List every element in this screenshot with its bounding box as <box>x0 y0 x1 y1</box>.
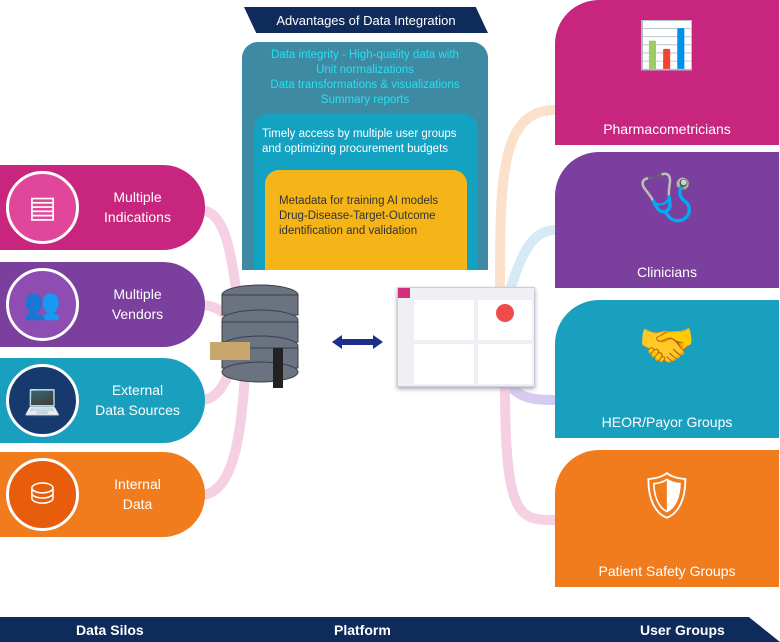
laptop-database-icon: 💻 <box>6 364 79 437</box>
group-heor-payor: 🤝 HEOR/Payor Groups <box>555 300 779 438</box>
group-label: Pharmacometricians <box>603 121 731 137</box>
advantage-text: Data integrity - High-quality data with <box>271 49 459 61</box>
chart-bottles-icon: 📊 <box>638 19 696 71</box>
handshake-icon: 🤝 <box>638 319 696 371</box>
silo-label: Internal <box>114 476 161 492</box>
group-label: Patient Safety Groups <box>598 563 736 579</box>
bidirectional-arrow-icon <box>332 335 383 349</box>
group-patient-safety: 🛡 Patient Safety Groups <box>555 450 779 587</box>
shield-cross-icon: 🛡 <box>637 469 697 521</box>
advantage-text: Data transformations & visualizations <box>270 79 460 91</box>
advantage-text: Metadata for training AI models <box>279 195 439 207</box>
advantage-text: Timely access by multiple user groups <box>262 128 457 140</box>
silo-label: External <box>111 382 164 398</box>
advantages-title: Advantages of Data Integration <box>244 7 488 33</box>
group-pharmacometricians: 📊 Pharmacometricians <box>555 0 779 145</box>
people-network-icon: 👥 <box>6 268 79 341</box>
silo-label: Indications <box>104 209 171 225</box>
silo-label: Vendors <box>111 306 164 322</box>
database-server-icon <box>210 284 299 388</box>
advantage-text: and optimizing procurement budgets <box>262 143 449 155</box>
silo-label: Data Sources <box>95 402 180 418</box>
advantage-text: identification and validation <box>279 225 418 237</box>
footer-bar: Data Silos Platform User Groups <box>0 617 780 642</box>
advantage-text: Summary reports <box>320 94 410 106</box>
group-clinicians: 🩺 Clinicians <box>555 152 779 288</box>
silo-label: Multiple <box>113 189 162 205</box>
platform-dashboard-image <box>397 287 535 387</box>
database-gear-icon: ⛁ <box>6 458 79 531</box>
footer-user-groups: User Groups <box>640 622 725 638</box>
group-label: Clinicians <box>637 264 697 280</box>
advantage-text: Drug-Disease-Target-Outcome <box>279 210 436 222</box>
documents-icon: ▤ <box>6 171 79 244</box>
footer-data-silos: Data Silos <box>76 622 144 638</box>
group-label: HEOR/Payor Groups <box>601 414 733 430</box>
footer-platform: Platform <box>334 622 391 638</box>
silo-label: Multiple <box>113 286 162 302</box>
silo-label: Data <box>122 496 153 512</box>
advantages-inner-box: Metadata for training AI models Drug-Dis… <box>265 170 467 270</box>
advantage-text: Unit normalizations <box>316 64 414 76</box>
doctor-icon: 🩺 <box>638 171 696 223</box>
